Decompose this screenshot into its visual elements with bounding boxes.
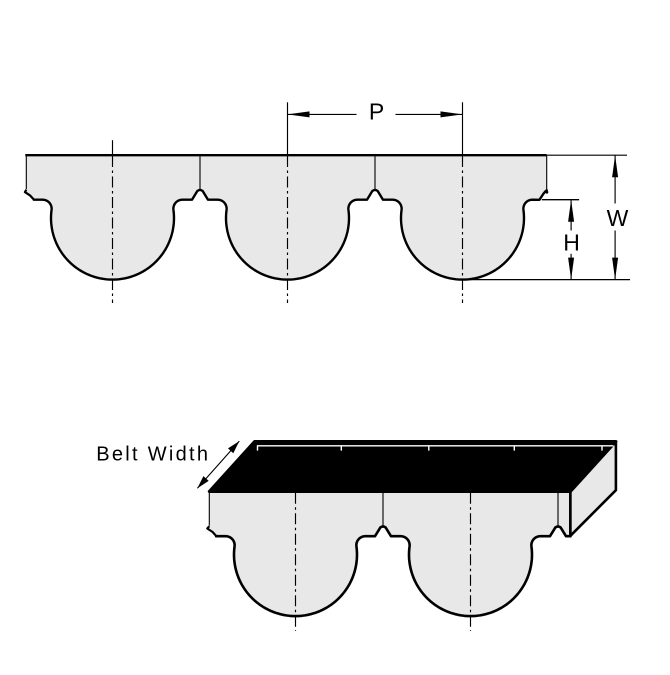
svg-text:H: H <box>563 230 580 256</box>
svg-text:W: W <box>607 205 629 231</box>
svg-text:P: P <box>369 98 384 124</box>
svg-text:Belt Width: Belt Width <box>96 443 210 465</box>
